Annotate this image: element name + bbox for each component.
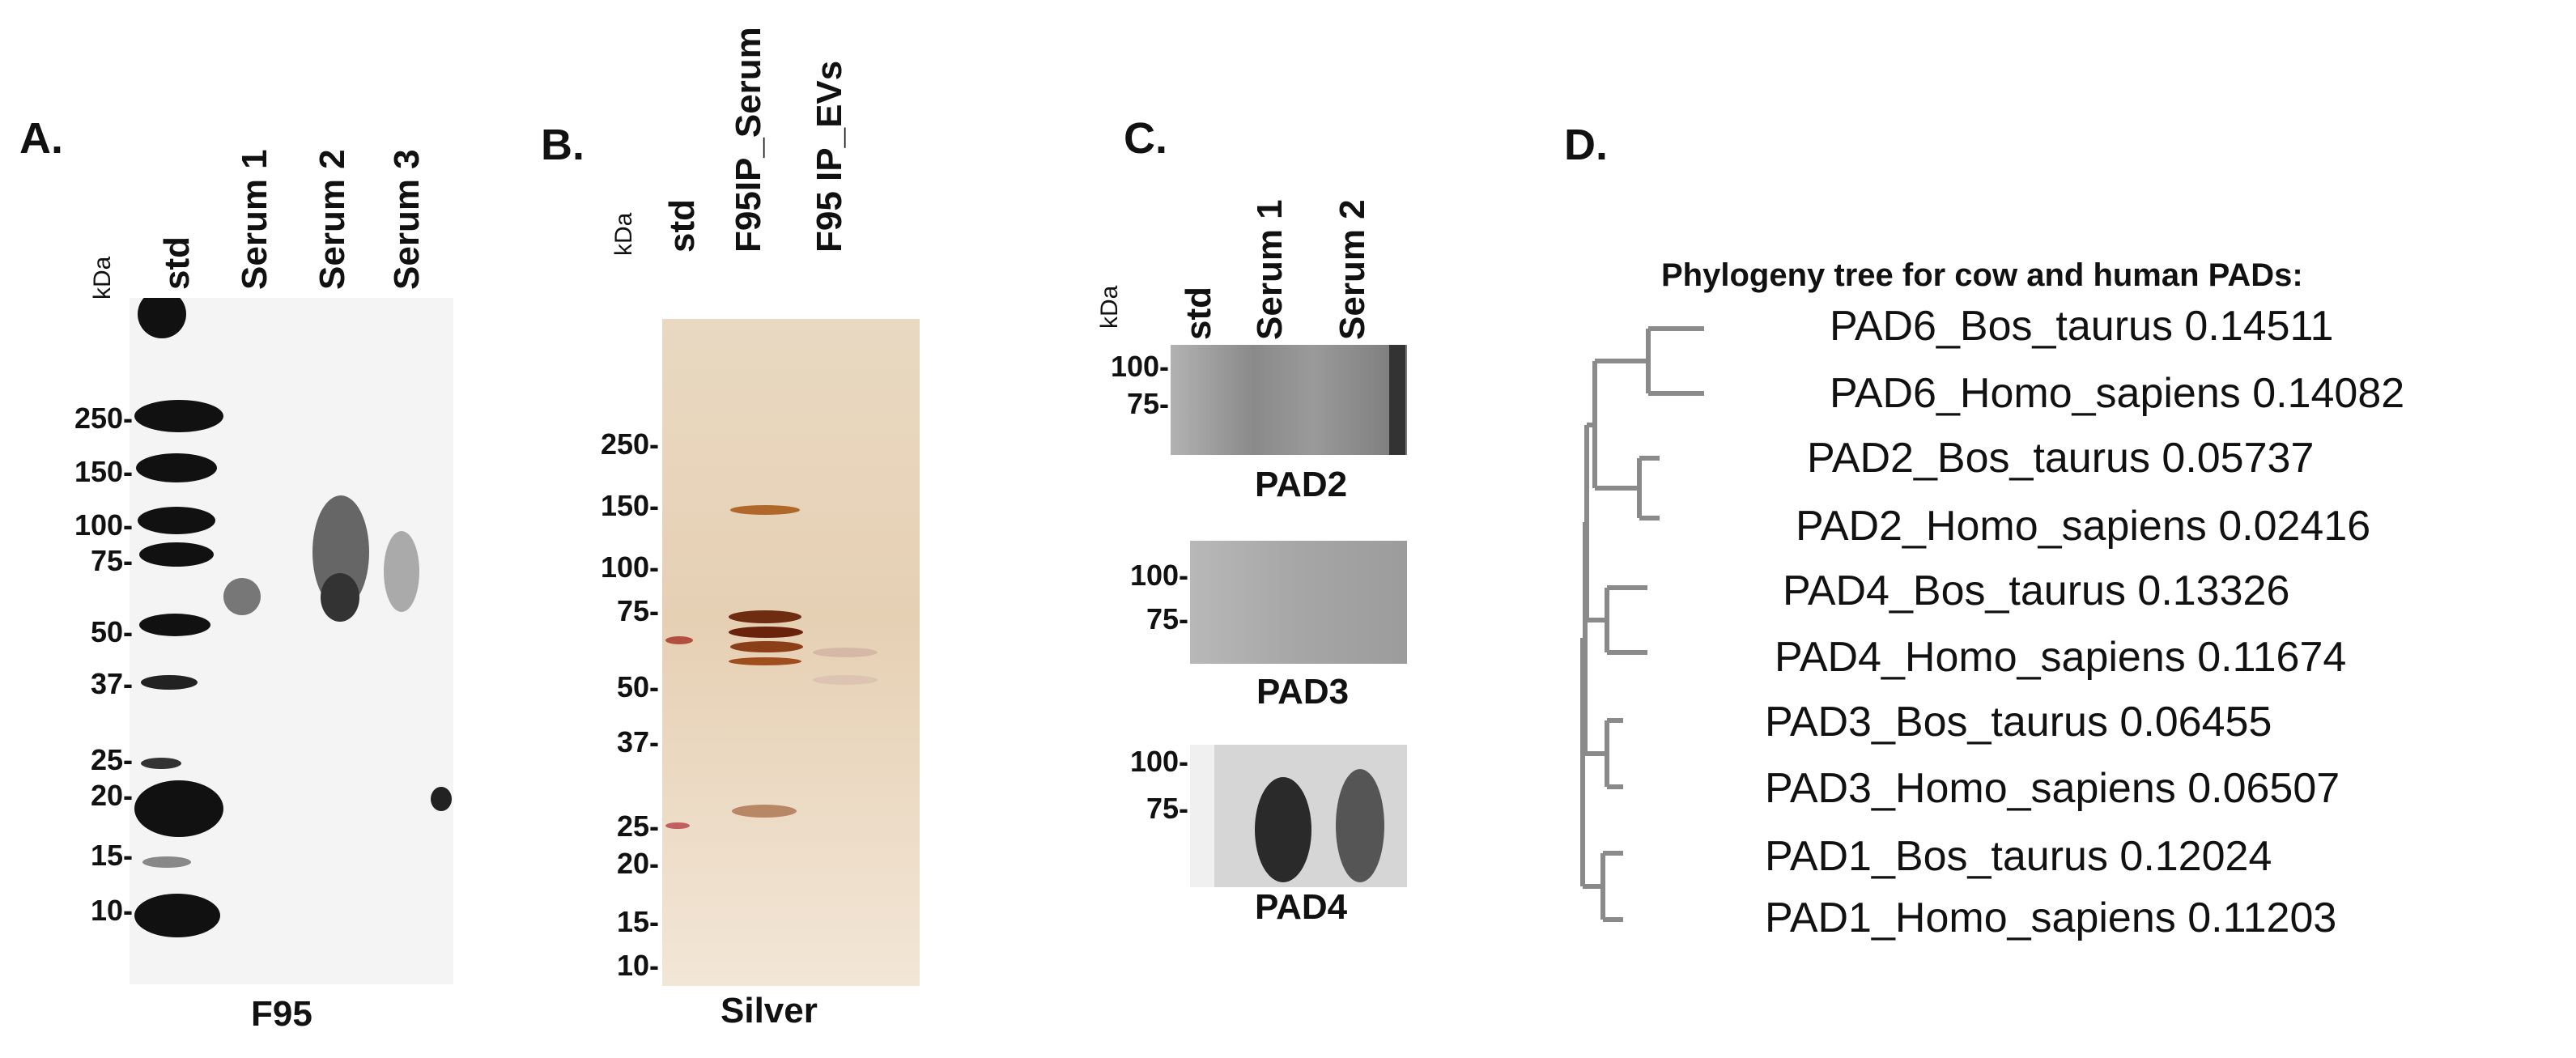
panel-b-kda-label: kDa bbox=[610, 212, 637, 256]
panel-b-silver-gel bbox=[662, 319, 920, 986]
panel-b-marker-20: 20- bbox=[616, 847, 659, 880]
panel-a-marker-150: 150- bbox=[74, 455, 133, 488]
pad4-caption: PAD4 bbox=[1255, 887, 1348, 927]
tree-leaf-pad3-bos: PAD3_Bos_taurus 0.06455 bbox=[1765, 699, 2272, 746]
panel-b-marker-250: 250- bbox=[600, 427, 659, 461]
pad3-caption: PAD3 bbox=[1256, 672, 1350, 712]
tree-leaf-pad4-homo: PAD4_Homo_sapiens 0.11674 bbox=[1775, 634, 2347, 681]
panel-b-lane-f95ip-evs: F95 IP_EVs bbox=[810, 60, 849, 253]
tree-leaf-pad1-homo: PAD1_Homo_sapiens 0.11203 bbox=[1765, 894, 2337, 941]
panel-a-lane-serum2: Serum 2 bbox=[312, 149, 352, 290]
panel-b-marker-10: 10- bbox=[616, 949, 659, 982]
panel-b-lane-f95ip-serum: F95IP_Serum bbox=[729, 27, 768, 253]
panel-c-lane-serum1: Serum 1 bbox=[1250, 199, 1290, 340]
pad2-blot bbox=[1171, 345, 1407, 455]
panel-c-lane-serum2: Serum 2 bbox=[1333, 199, 1372, 340]
pad3-marker-100: 100- bbox=[1129, 559, 1188, 592]
panel-b-marker-100: 100- bbox=[600, 550, 659, 584]
panel-a-marker-75: 75- bbox=[90, 544, 133, 577]
panel-d-letter: D. bbox=[1564, 121, 1608, 169]
pad3-blot bbox=[1190, 541, 1407, 664]
panel-a-marker-250: 250- bbox=[74, 402, 133, 435]
panel-b-lane-std: std bbox=[662, 199, 702, 253]
pad4-marker-75: 75- bbox=[1146, 792, 1188, 825]
panel-a-marker-20: 20- bbox=[90, 779, 133, 812]
panel-a-marker-50: 50- bbox=[90, 615, 133, 648]
panel-a-lane-std: std bbox=[157, 236, 197, 290]
panel-a-marker-15: 15- bbox=[90, 839, 133, 872]
panel-c-lane-std: std bbox=[1179, 287, 1218, 340]
pad2-marker-75: 75- bbox=[1126, 387, 1169, 420]
phylogeny-tree-title: Phylogeny tree for cow and human PADs: bbox=[1661, 257, 2303, 293]
panel-c-kda-label: kDa bbox=[1096, 285, 1123, 329]
panel-a-letter: A. bbox=[19, 114, 63, 163]
panel-a-marker-10: 10- bbox=[90, 894, 133, 927]
tree-leaf-pad1-bos: PAD1_Bos_taurus 0.12024 bbox=[1765, 833, 2272, 880]
tree-leaf-pad4-bos: PAD4_Bos_taurus 0.13326 bbox=[1783, 567, 2290, 614]
panel-a-kda-label: kDa bbox=[89, 256, 116, 300]
phylogeny-tree bbox=[1580, 326, 1704, 922]
pad2-marker-100: 100- bbox=[1110, 350, 1169, 383]
panel-b-marker-25: 25- bbox=[616, 809, 659, 843]
panel-a-lane-serum1: Serum 1 bbox=[235, 149, 274, 290]
tree-leaf-pad2-bos: PAD2_Bos_taurus 0.05737 bbox=[1807, 435, 2315, 482]
panel-a-western-blot bbox=[130, 298, 453, 984]
panel-a-marker-100: 100- bbox=[74, 508, 133, 542]
panel-a-lane-serum3: Serum 3 bbox=[387, 149, 427, 290]
panel-b-marker-150: 150- bbox=[600, 489, 659, 522]
panel-b-letter: B. bbox=[541, 121, 584, 169]
tree-leaf-pad2-homo: PAD2_Homo_sapiens 0.02416 bbox=[1796, 503, 2371, 550]
panel-a-caption: F95 bbox=[251, 994, 312, 1034]
tree-leaf-pad6-homo: PAD6_Homo_sapiens 0.14082 bbox=[1830, 370, 2405, 417]
panel-b-marker-37: 37- bbox=[616, 725, 659, 758]
panel-b-caption: Silver bbox=[721, 991, 818, 1030]
panel-b-marker-75: 75- bbox=[616, 594, 659, 627]
tree-leaf-pad3-homo: PAD3_Homo_sapiens 0.06507 bbox=[1765, 765, 2340, 812]
panel-a-marker-25: 25- bbox=[90, 743, 133, 776]
pad4-marker-100: 100- bbox=[1129, 745, 1188, 778]
pad2-caption: PAD2 bbox=[1255, 465, 1348, 504]
panel-b-marker-50: 50- bbox=[616, 670, 659, 703]
panel-b-marker-15: 15- bbox=[616, 905, 659, 938]
panel-c-letter: C. bbox=[1124, 114, 1167, 163]
pad4-blot bbox=[1190, 745, 1407, 887]
pad3-marker-75: 75- bbox=[1146, 602, 1188, 635]
panel-a-marker-37: 37- bbox=[90, 667, 133, 700]
tree-leaf-pad6-bos: PAD6_Bos_taurus 0.14511 bbox=[1830, 303, 2334, 350]
